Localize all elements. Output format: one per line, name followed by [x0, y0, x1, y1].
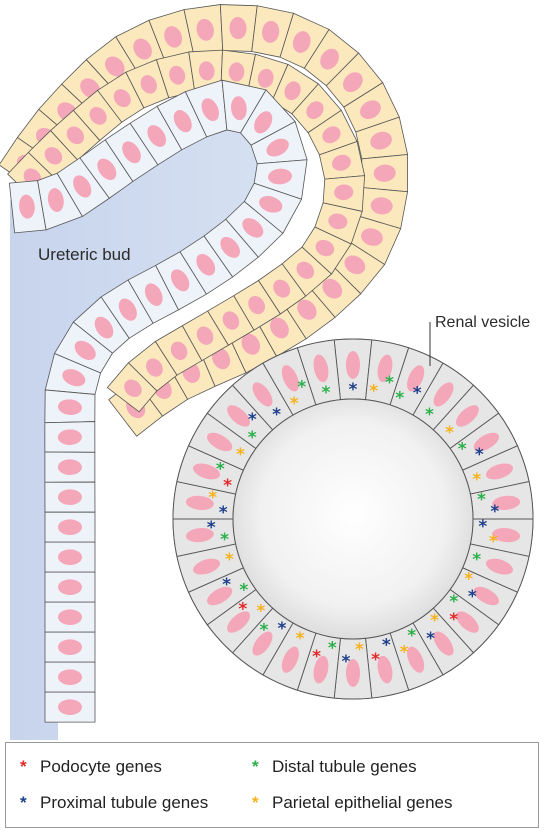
- proximal-gene-marker-icon: *: [222, 575, 231, 595]
- distal-gene-marker-icon: *: [322, 383, 331, 403]
- proximal-gene-marker-icon: *: [207, 518, 216, 538]
- distal-gene-marker-icon: *: [297, 378, 306, 398]
- proximal-gene-marker-icon: *: [478, 517, 487, 537]
- parietal-gene-marker-icon: *: [400, 642, 409, 662]
- nucleus: [58, 489, 82, 505]
- distal-gene-marker-icon: *: [385, 373, 394, 393]
- distal-gene-marker-icon: *: [248, 428, 257, 448]
- parietal-gene-marker-icon: *: [256, 602, 265, 622]
- proximal-gene-marker-icon: *: [277, 619, 286, 639]
- proximal-gene-marker-icon: *: [349, 380, 358, 400]
- legend-item-distal: * Distal tubule genes: [252, 757, 417, 777]
- legend-item-podocyte: * Podocyte genes: [20, 757, 162, 777]
- proximal-gene-marker-icon: *: [341, 652, 350, 672]
- proximal-gene-marker-icon: *: [413, 383, 422, 403]
- proximal-gene-marker-icon: *: [468, 587, 477, 607]
- podocyte-gene-marker-icon: *: [238, 600, 247, 620]
- distal-gene-marker-icon: *: [472, 550, 481, 570]
- distal-gene-marker-icon: *: [477, 490, 486, 510]
- legend-label: Distal tubule genes: [272, 757, 417, 776]
- proximal-gene-marker-icon: *: [382, 636, 391, 656]
- nucleus: [58, 639, 82, 655]
- distal-gene-marker-icon: *: [425, 405, 434, 425]
- legend-item-parietal: * Parietal epithelial genes: [252, 793, 453, 813]
- nucleus: [58, 609, 82, 625]
- parietal-gene-marker-icon: *: [225, 550, 234, 570]
- legend: * Podocyte genes * Distal tubule genes * Pr…: [5, 742, 539, 828]
- proximal-star-icon: *: [20, 793, 34, 813]
- distal-gene-marker-icon: *: [458, 439, 467, 459]
- distal-gene-marker-icon: *: [449, 592, 458, 612]
- nucleus: [58, 549, 82, 565]
- proximal-gene-marker-icon: *: [475, 445, 484, 465]
- proximal-gene-marker-icon: *: [490, 502, 499, 522]
- distal-gene-marker-icon: *: [220, 530, 229, 550]
- nucleus: [58, 579, 82, 595]
- parietal-gene-marker-icon: *: [369, 382, 378, 402]
- distal-gene-marker-icon: *: [239, 581, 248, 601]
- nucleus: [346, 351, 360, 379]
- nucleus: [58, 699, 82, 715]
- parietal-gene-marker-icon: *: [296, 629, 305, 649]
- nucleus: [58, 459, 82, 475]
- ureteric-bud-label: Ureteric bud: [38, 245, 131, 264]
- legend-label: Proximal tubule genes: [40, 793, 208, 812]
- distal-star-icon: *: [252, 757, 266, 777]
- podocyte-star-icon: *: [20, 757, 34, 777]
- parietal-gene-marker-icon: *: [489, 532, 498, 552]
- parietal-star-icon: *: [252, 793, 266, 813]
- legend-item-proximal: * Proximal tubule genes: [20, 793, 208, 813]
- parietal-gene-marker-icon: *: [236, 445, 245, 465]
- podocyte-gene-marker-icon: *: [449, 610, 458, 630]
- podocyte-gene-marker-icon: *: [312, 647, 321, 667]
- vesicle-lumen: [233, 399, 473, 639]
- parietal-gene-marker-icon: *: [208, 488, 217, 508]
- nucleus: [58, 519, 82, 535]
- renal-vesicle-label: Renal vesicle: [435, 314, 530, 331]
- legend-label: Parietal epithelial genes: [272, 793, 453, 812]
- legend-label: Podocyte genes: [40, 757, 162, 776]
- parietal-gene-marker-icon: *: [445, 423, 454, 443]
- nucleus: [58, 669, 82, 685]
- distal-gene-marker-icon: *: [395, 389, 404, 409]
- proximal-gene-marker-icon: *: [219, 503, 228, 523]
- proximal-gene-marker-icon: *: [272, 405, 281, 425]
- proximal-gene-marker-icon: *: [248, 410, 257, 430]
- podocyte-gene-marker-icon: *: [371, 650, 380, 670]
- distal-gene-marker-icon: *: [216, 459, 225, 479]
- distal-gene-marker-icon: *: [259, 621, 268, 641]
- parietal-gene-marker-icon: *: [472, 470, 481, 490]
- proximal-gene-marker-icon: *: [426, 629, 435, 649]
- distal-gene-marker-icon: *: [328, 638, 337, 658]
- parietal-gene-marker-icon: *: [355, 640, 364, 660]
